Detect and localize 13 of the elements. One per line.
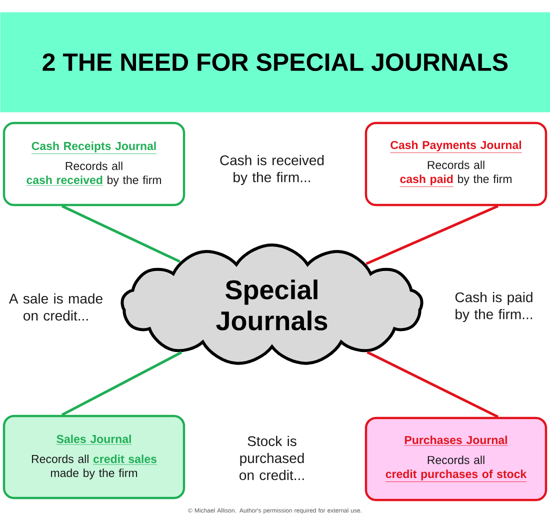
connector-line	[366, 351, 499, 418]
note-text: Cash is paid by the firm...	[455, 292, 532, 322]
journal-box: Purchases Journal Records all credit purchases of stock	[364, 416, 548, 502]
title-banner: 2 THE NEED FOR SPECIAL JOURNALS	[0, 12, 550, 112]
note-text: A sale is made on credit...	[8, 293, 102, 321]
connector-line	[61, 204, 180, 263]
connector-line	[366, 204, 499, 265]
note-text: Cash is received by the firm...	[220, 154, 324, 186]
journal-box: Sales Journal Records all credit sales made by the firm	[2, 414, 186, 500]
note-text: Stock is purchased on credit...	[240, 436, 304, 480]
connector-line	[61, 351, 182, 416]
journal-box: Cash Payments Journal Records all cash paid by the firm	[364, 122, 548, 206]
journal-box: Cash Receipts Journal Records all cash received by the firm	[2, 122, 186, 206]
